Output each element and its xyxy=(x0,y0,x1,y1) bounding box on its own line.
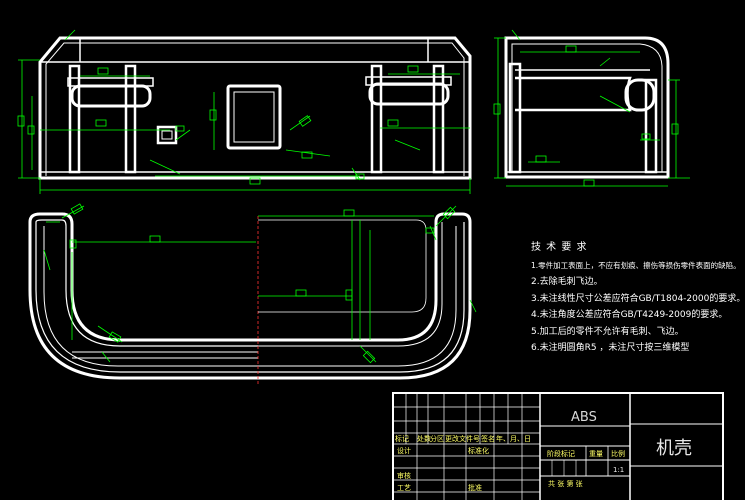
top-view-right-curve xyxy=(258,212,472,380)
front-center-window xyxy=(226,84,282,150)
technical-requirements: 技 术 要 求 1.零件加工表面上，不应有划痕、擦伤等损伤零件表面的缺陷。 2.… xyxy=(531,240,745,357)
label-stage-mark: 阶段标记 xyxy=(547,450,575,458)
label-signature: 签名 xyxy=(481,435,495,443)
label-process: 工艺 xyxy=(397,484,411,492)
top-view-left-curve xyxy=(28,212,258,380)
label-approve: 批准 xyxy=(468,484,482,492)
label-standardize: 标准化 xyxy=(468,447,489,455)
requirement-5: 5.加工后的零件不允许有毛刺、飞边。 xyxy=(531,326,684,337)
front-right-handle xyxy=(368,82,450,106)
requirement-6: 6.未注明圆角R5 ，未注尺寸按三维模型 xyxy=(531,343,690,353)
top-view xyxy=(28,203,477,384)
front-view-outline xyxy=(38,36,472,180)
title-block xyxy=(392,392,724,500)
label-design: 设计 xyxy=(397,447,411,455)
label-sheets: 共 张 第 张 xyxy=(548,480,583,488)
requirement-3: 3.未注线性尺寸公差应符合GB/T1804-2000的要求。 xyxy=(531,293,745,304)
label-ratio: 比例 xyxy=(611,450,625,458)
side-handle xyxy=(624,78,656,112)
front-left-handle xyxy=(70,84,152,108)
label-mark: 标记 xyxy=(395,435,409,443)
label-count: 处数 xyxy=(417,435,431,443)
label-weight: 重量 xyxy=(589,450,603,458)
requirement-2: 2.去除毛刺飞边。 xyxy=(531,277,603,287)
side-view xyxy=(493,29,690,187)
material-label: ABS xyxy=(571,410,597,425)
label-review: 审核 xyxy=(397,472,411,480)
label-date: 年、月、日 xyxy=(496,435,531,443)
front-switch xyxy=(156,125,178,145)
part-name: 机壳 xyxy=(656,438,692,459)
scale-value: 1:1 xyxy=(613,466,625,474)
label-change-doc: 更改文件号 xyxy=(445,435,480,443)
technical-requirements-title: 技 术 要 求 xyxy=(531,242,588,253)
requirement-1: 1.零件加工表面上，不应有划痕、擦伤等损伤零件表面的缺陷。 xyxy=(531,260,741,270)
cad-drawing-canvas xyxy=(17,29,724,500)
label-zone: 分区 xyxy=(430,435,444,443)
side-view-outline xyxy=(504,36,670,179)
front-view xyxy=(17,29,472,194)
requirement-4: 4.未注角度公差应符合GB/T4249-2009的要求。 xyxy=(531,310,728,320)
